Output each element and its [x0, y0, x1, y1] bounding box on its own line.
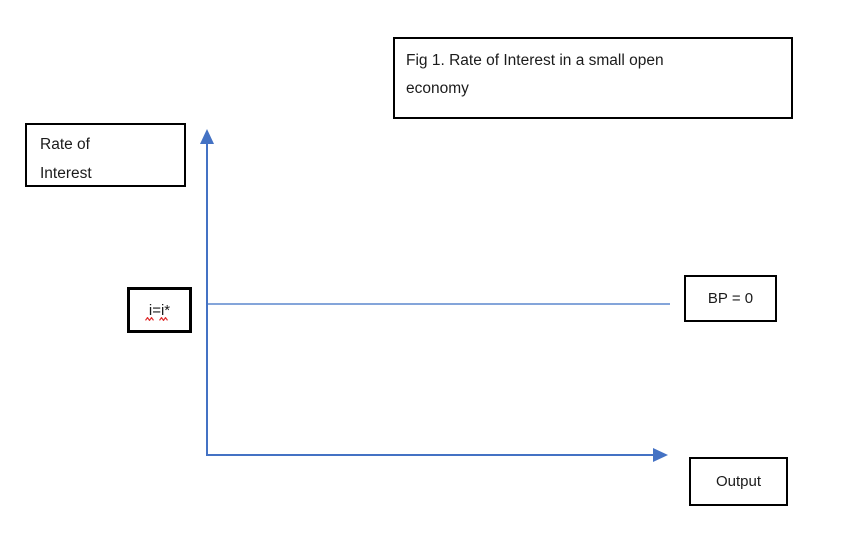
spellcheck-squiggle-icon [145, 317, 154, 321]
x-axis-label: Output [715, 473, 762, 490]
y-axis-label-box: Rate of Interest [25, 123, 186, 187]
y-axis-arrowhead [200, 129, 214, 144]
interest-level-label-box: i=i* [127, 287, 192, 333]
y-axis-label-line-2: Interest [40, 165, 92, 182]
interest-level-label: i=i* [148, 301, 171, 319]
x-axis-arrowhead [653, 448, 668, 462]
figure-title-line-1: Fig 1. Rate of Interest in a small open [406, 52, 664, 69]
bp-line-label-box: BP = 0 [684, 275, 777, 322]
figure-title-line-2: economy [406, 80, 469, 97]
figure-title-box: Fig 1. Rate of Interest in a small open … [393, 37, 793, 119]
spellcheck-squiggle-icon [159, 317, 168, 321]
x-axis-label-box: Output [689, 457, 788, 506]
y-axis-label-line-1: Rate of [40, 136, 90, 153]
bp-line-label: BP = 0 [707, 290, 754, 307]
